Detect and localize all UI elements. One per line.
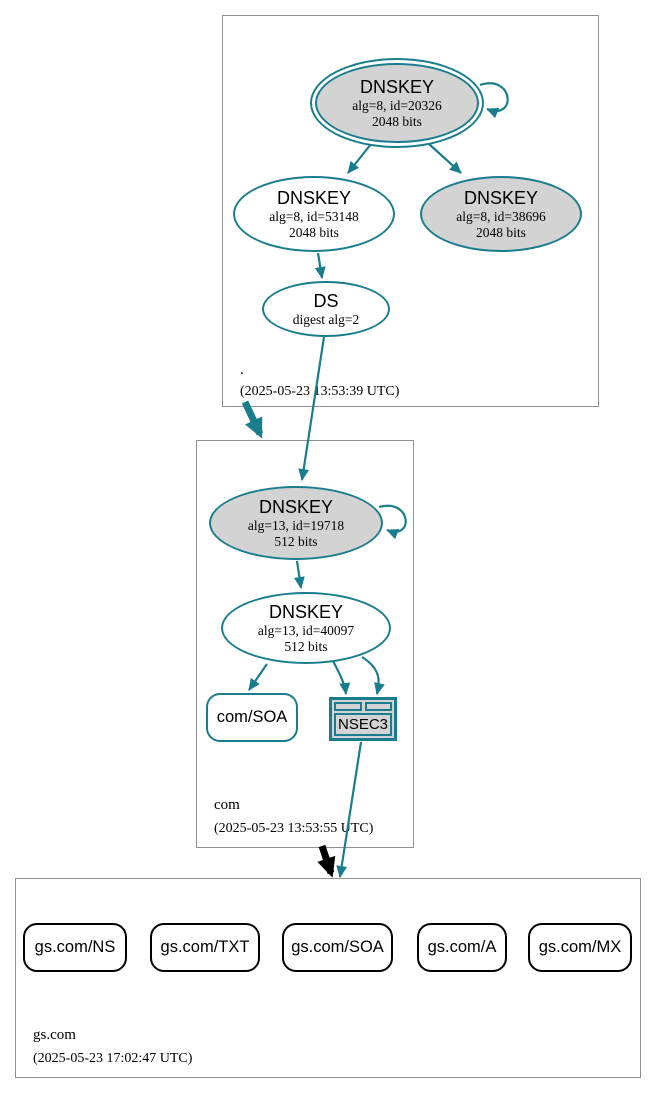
node-com-zsk-dnskey-40097[interactable]: DNSKEY alg=13, id=40097 512 bits — [221, 592, 391, 664]
node-title: DNSKEY — [463, 188, 539, 208]
node-alg-id: alg=13, id=19718 — [247, 518, 345, 533]
node-gs-com-mx-rrset[interactable]: gs.com/MX — [528, 923, 632, 972]
edge-nsec3-to-gs-com — [336, 741, 363, 878]
edge-com-zsk-to-nsec3-a — [332, 660, 351, 695]
node-alg-id: alg=8, id=38696 — [456, 209, 546, 224]
edge-root-ksk-self-sign — [479, 82, 509, 119]
node-com-nsec3[interactable]: NSEC3 — [329, 697, 397, 741]
node-title: DNSKEY — [276, 188, 352, 208]
node-gs-com-a-rrset[interactable]: gs.com/A — [417, 923, 507, 972]
node-title: DNSKEY — [359, 77, 435, 97]
node-com-soa-rrset[interactable]: com/SOA — [206, 693, 298, 742]
node-bits: 512 bits — [284, 638, 328, 654]
node-alg-id: alg=8, id=53148 — [269, 209, 359, 224]
zone-box-com: com (2025-05-23 13:53:55 UTC) — [196, 440, 414, 848]
node-bits: 2048 bits — [476, 224, 526, 240]
edge-root-delegation-to-com — [241, 400, 264, 439]
node-gs-com-txt-rrset[interactable]: gs.com/TXT — [150, 923, 260, 972]
rrset-label: gs.com/MX — [538, 938, 622, 956]
node-com-ksk-dnskey-19718[interactable]: DNSKEY alg=13, id=19718 512 bits — [209, 486, 383, 560]
rrset-label: gs.com/A — [427, 938, 497, 956]
rrset-label: gs.com/NS — [34, 938, 116, 956]
zone-box-gs-com: gs.com (2025-05-23 17:02:47 UTC) — [15, 878, 641, 1078]
node-bits: 512 bits — [274, 533, 318, 549]
zone-name-root: . — [240, 362, 244, 378]
zone-timestamp-root: (2025-05-23 13:53:39 UTC) — [240, 384, 400, 399]
node-root-ksk-dnskey-20326[interactable]: DNSKEY alg=8, id=20326 2048 bits — [310, 58, 484, 148]
node-gs-com-soa-rrset[interactable]: gs.com/SOA — [282, 923, 393, 972]
edge-root-zsk-to-ds — [314, 252, 326, 279]
node-bits: 2048 bits — [372, 113, 422, 129]
node-digest-alg: digest alg=2 — [292, 311, 360, 327]
edge-root-ksk-to-zsk — [347, 143, 372, 174]
node-title: DS — [313, 290, 339, 311]
rrset-label: gs.com/SOA — [291, 938, 384, 956]
zone-timestamp-gs-com: (2025-05-23 17:02:47 UTC) — [33, 1051, 193, 1066]
edge-root-ksk-to-key2 — [428, 143, 462, 174]
root-ksk-inner-ring: DNSKEY alg=8, id=20326 2048 bits — [314, 62, 480, 144]
edge-com-delegation-to-gs-com-insecure — [317, 844, 336, 878]
node-root-dnskey-38696[interactable]: DNSKEY alg=8, id=38696 2048 bits — [420, 176, 582, 252]
nsec3-cell-right — [364, 702, 392, 711]
rrset-label: gs.com/TXT — [160, 938, 250, 956]
rrset-label: com/SOA — [216, 708, 288, 726]
edge-com-ksk-to-zsk — [293, 560, 305, 589]
zone-name-com: com — [214, 797, 240, 813]
node-bits: 2048 bits — [289, 224, 339, 240]
nsec3-top-row — [334, 702, 392, 711]
zone-box-root: . (2025-05-23 13:53:39 UTC) — [222, 15, 599, 407]
node-gs-com-ns-rrset[interactable]: gs.com/NS — [23, 923, 127, 972]
zone-name-gs-com: gs.com — [33, 1027, 76, 1043]
zone-timestamp-com: (2025-05-23 13:53:55 UTC) — [214, 821, 374, 836]
node-root-ds[interactable]: DS digest alg=2 — [262, 281, 390, 337]
node-root-zsk-dnskey-53148[interactable]: DNSKEY alg=8, id=53148 2048 bits — [233, 176, 395, 252]
node-title: DNSKEY — [268, 602, 344, 622]
edge-ds-to-com-ksk — [298, 336, 326, 481]
edge-com-zsk-to-nsec3-b — [361, 656, 385, 695]
nsec3-cell-left — [334, 702, 362, 711]
nsec3-label-cell: NSEC3 — [334, 713, 392, 736]
nsec3-label: NSEC3 — [337, 716, 389, 733]
node-alg-id: alg=8, id=20326 — [352, 98, 442, 113]
node-title: DNSKEY — [258, 497, 334, 517]
edge-com-zsk-to-soa — [248, 663, 268, 691]
node-alg-id: alg=13, id=40097 — [257, 623, 355, 638]
edge-com-ksk-self-sign — [378, 504, 407, 540]
